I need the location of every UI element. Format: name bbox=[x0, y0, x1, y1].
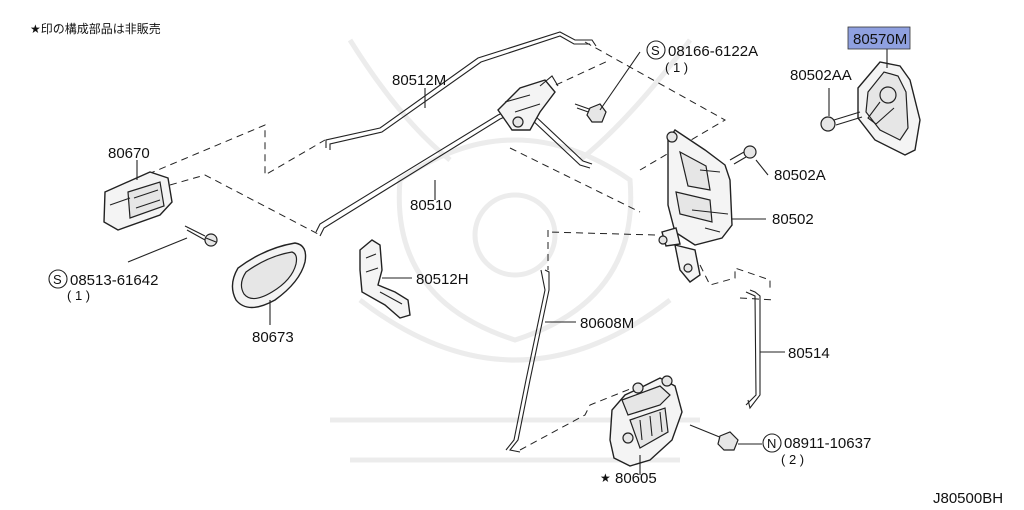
striker-80570m bbox=[857, 61, 921, 156]
label-80514[interactable]: 80514 bbox=[788, 345, 830, 362]
label-80512m[interactable]: 80512M bbox=[392, 72, 446, 89]
rod-80514 bbox=[745, 289, 761, 410]
screw-80502a bbox=[729, 145, 757, 165]
label-80502a[interactable]: 80502A bbox=[774, 167, 826, 184]
qty-08513: ( 1 ) bbox=[67, 288, 90, 303]
highlight-box bbox=[847, 26, 911, 50]
label-80570m[interactable]: 80570M bbox=[853, 31, 907, 48]
label-08166[interactable]: 08166-6122A bbox=[668, 43, 758, 60]
label-80608m[interactable]: 80608M bbox=[580, 315, 634, 332]
label-80502[interactable]: 80502 bbox=[772, 211, 814, 228]
door-lock-80502 bbox=[658, 129, 733, 283]
screw-80502aa bbox=[820, 111, 863, 132]
bellcrank-bracket bbox=[497, 75, 559, 131]
rod-80608m bbox=[505, 269, 550, 453]
label-80605[interactable]: 80605 bbox=[615, 470, 657, 487]
escutcheon-80673 bbox=[231, 242, 307, 309]
s-mark-letter: S bbox=[53, 272, 62, 287]
label-08513[interactable]: 08513-61642 bbox=[70, 272, 158, 289]
part-labels: 80570M 80502AA 80502A 80502 80512M 80510… bbox=[48, 26, 1003, 507]
label-80670[interactable]: 80670 bbox=[108, 145, 150, 162]
rod-80512m bbox=[325, 31, 597, 150]
inside-handle-80670 bbox=[103, 171, 173, 231]
s-mark-letter: S bbox=[651, 43, 660, 58]
label-80510[interactable]: 80510 bbox=[410, 197, 452, 214]
clip-80512h bbox=[359, 239, 411, 319]
nut-08911 bbox=[689, 424, 739, 451]
qty-08911: ( 2 ) bbox=[781, 452, 804, 467]
n-mark-icon bbox=[762, 433, 782, 453]
star-mark: ★ bbox=[600, 471, 611, 485]
label-80673[interactable]: 80673 bbox=[252, 329, 294, 346]
leader-lines bbox=[127, 48, 888, 475]
qty-08166: ( 1 ) bbox=[665, 60, 688, 75]
diagram-code: J80500BH bbox=[933, 490, 1003, 507]
dashed-guides bbox=[114, 41, 776, 451]
s-mark-icon bbox=[48, 269, 68, 289]
screw-08513 bbox=[184, 225, 218, 247]
n-mark-letter: N bbox=[767, 436, 776, 451]
label-08911[interactable]: 08911-10637 bbox=[784, 435, 871, 452]
label-80512h[interactable]: 80512H bbox=[416, 271, 469, 288]
s-mark-icon bbox=[646, 40, 666, 60]
non-sale-note: ★印の構成部品は非販売 bbox=[30, 21, 161, 36]
outside-handle-80605 bbox=[609, 375, 683, 467]
label-80502aa[interactable]: 80502AA bbox=[790, 67, 852, 84]
bolt-08166 bbox=[574, 103, 607, 123]
